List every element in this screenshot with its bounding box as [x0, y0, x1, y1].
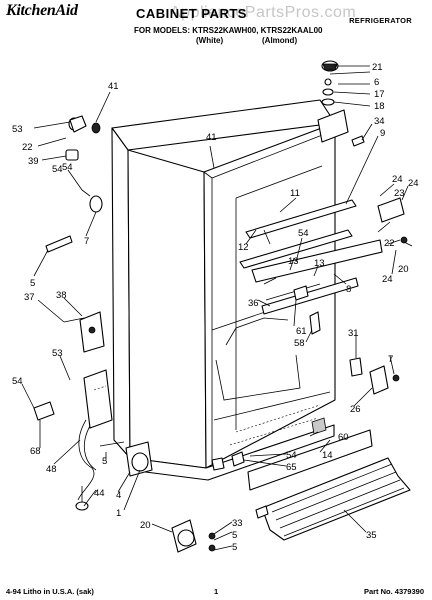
- color-almond: (Almond): [262, 36, 298, 45]
- callout: 24: [382, 274, 393, 285]
- callout: 23: [394, 188, 405, 199]
- callout: 6: [374, 77, 379, 88]
- callout: 33: [232, 518, 243, 529]
- callout: 41: [206, 132, 217, 143]
- callout: 31: [348, 328, 359, 339]
- callout: 13: [314, 258, 325, 269]
- callout: 54: [298, 228, 309, 239]
- callout: 24: [392, 174, 403, 185]
- toe-grille-icon: [171, 429, 411, 553]
- callout: 53: [12, 124, 23, 135]
- callout: 20: [398, 264, 409, 275]
- callout: 5: [30, 278, 35, 289]
- callout: 37: [24, 292, 35, 303]
- callout: 17: [374, 89, 385, 100]
- callout: 34: [374, 116, 385, 127]
- callout: 12: [238, 242, 249, 253]
- callout: 26: [350, 404, 361, 415]
- page-title: CABINET PARTS: [136, 6, 247, 21]
- cabinet-shell-icon: [111, 99, 336, 481]
- shelf-rail-icon: [239, 109, 383, 315]
- callout: 68: [30, 446, 41, 457]
- callout: 60: [338, 432, 349, 443]
- callout: 21: [372, 62, 383, 73]
- callout: 4: [116, 490, 121, 501]
- callout: 36: [248, 298, 259, 309]
- model-list: FOR MODELS: KTRS22KAWH00, KTRS22KAAL00: [134, 26, 323, 35]
- door-stop-icon: [293, 197, 408, 435]
- callout: 65: [286, 462, 297, 473]
- callout: 18: [374, 101, 385, 112]
- callout: 61: [296, 326, 307, 337]
- callout: 22: [384, 238, 395, 249]
- callout: 41: [108, 81, 119, 92]
- callout: 24: [408, 178, 419, 189]
- bracket-icon: [33, 115, 153, 511]
- callout: 38: [56, 290, 67, 301]
- callout: 9: [380, 128, 385, 139]
- callout: 58: [294, 338, 305, 349]
- callout: 53: [52, 348, 63, 359]
- section-label: REFRIGERATOR: [349, 16, 412, 25]
- callout: 54: [12, 376, 23, 387]
- callout: 39: [28, 156, 39, 167]
- callout: 13: [288, 256, 299, 267]
- callout: 14: [322, 450, 333, 461]
- callout: 7: [388, 354, 393, 365]
- callout: 44: [94, 488, 105, 499]
- callout: 11: [290, 188, 300, 199]
- callout: 5: [232, 542, 237, 553]
- leader-lines: [21, 65, 413, 551]
- callout: 54: [286, 450, 297, 461]
- callout-labels: 41 53 22 39 54 7 5 37 38 53 54 68 48 44 …: [12, 62, 419, 553]
- callout: 35: [366, 530, 377, 541]
- print-info: 4-94 Litho in U.S.A. (sak): [6, 587, 94, 596]
- brand-logo: KitchenAid: [6, 2, 78, 19]
- callout: 7: [84, 236, 89, 247]
- callout: 48: [46, 464, 57, 475]
- callout: 54: [62, 162, 73, 173]
- color-white: (White): [196, 36, 224, 45]
- callout: 22: [22, 142, 33, 153]
- callout: 1: [116, 508, 121, 519]
- callout: 5: [102, 456, 107, 467]
- part-number: Part No. 4379390: [363, 587, 424, 596]
- callout: 8: [346, 284, 351, 295]
- page-number: 1: [214, 587, 219, 596]
- callout: 54: [52, 164, 63, 175]
- watermark: AppliancePartsPros.com: [170, 4, 357, 21]
- callout: 20: [140, 520, 151, 531]
- hinge-icon: [321, 60, 365, 147]
- callout: 5: [232, 530, 237, 541]
